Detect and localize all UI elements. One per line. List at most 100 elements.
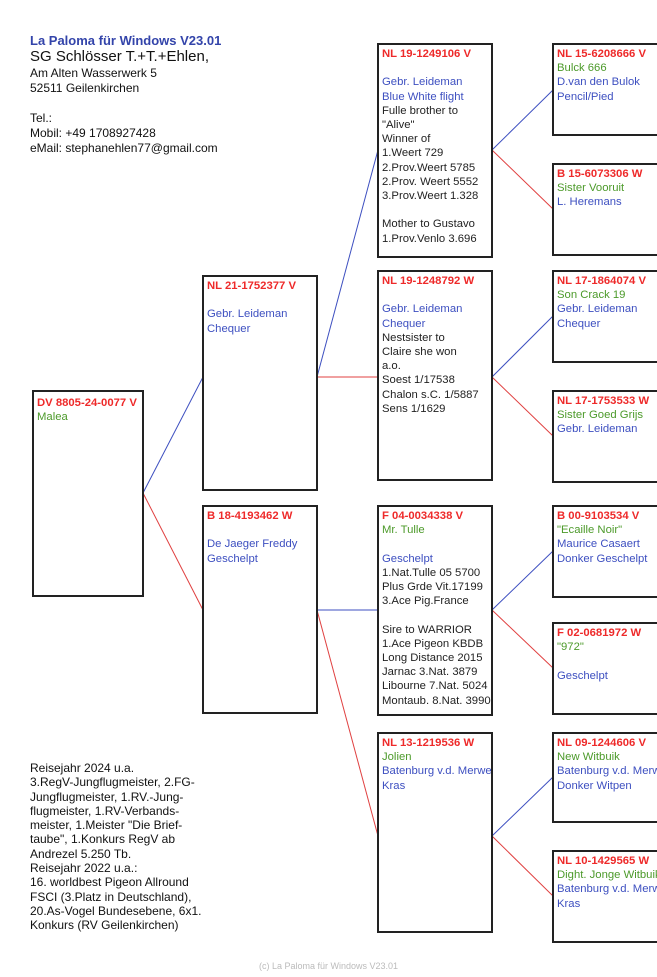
breeder-info: Gebr. Leideman	[382, 76, 463, 89]
pedigree-box-ds-sire[interactable]: B 00-9103534 V"Ecaille Noir"Maurice Casa…	[552, 505, 657, 598]
line-ds-dam	[491, 609, 554, 669]
ring-number: NL 15-6208666 V	[557, 48, 646, 60]
notes-line: 20.As-Vogel Bundesebene, 6x1.	[30, 903, 202, 918]
notes-line: meister, 1.Meister "Die Brief-	[30, 818, 183, 833]
pigeon-name: Bulck 666	[557, 62, 607, 75]
pigeon-name: Sister Goed Grijs	[557, 409, 644, 422]
performance-text: 3.Ace Pig.France	[382, 595, 469, 608]
performance-text: Jarnac 3.Nat. 3879	[382, 666, 478, 679]
breeder-info: Batenburg v.d. Merwe	[557, 765, 657, 778]
owner-mobile: Mobil: +49 1708927428	[30, 126, 156, 140]
ring-number: NL 19-1248792 W	[382, 275, 475, 287]
line-sd-dam	[491, 376, 554, 437]
performance-text: 3.Prov.Weert 1.328	[382, 190, 479, 203]
pigeon-name: "972"	[557, 641, 584, 654]
breeder-info: Geschelpt	[207, 552, 258, 565]
owner-header: La Paloma für Windows V23.01 SG Schlösse…	[30, 33, 221, 156]
ring-number: F 04-0034338 V	[382, 510, 464, 522]
ring-number: B 00-9103534 V	[557, 510, 640, 522]
owner-tel: Tel.:	[30, 111, 53, 125]
ring-number: F 02-0681972 W	[557, 627, 642, 639]
breeder-info: Pencil/Pied	[557, 90, 614, 103]
line-dd-dam	[491, 835, 554, 897]
line-dd-sire	[491, 776, 554, 837]
performance-text: Nestsister to	[382, 331, 445, 344]
notes-line: Reisejahr 2022 u.a.:	[30, 861, 138, 876]
performance-text: 2.Prov.Weert 5785	[382, 161, 476, 174]
pigeon-name: Dight. Jonge Witbuik	[557, 869, 657, 882]
breeder-info: Chequer	[382, 317, 426, 330]
breeder-info: Chequer	[557, 317, 601, 330]
line-sire	[142, 376, 204, 494]
pigeon-name: Malea	[37, 411, 68, 424]
performance-text: Sens 1/1629	[382, 402, 446, 415]
owner-name: SG Schlösser T.+T.+Ehlen,	[30, 48, 209, 65]
ring-number: NL 13-1219536 W	[382, 737, 475, 749]
breeder-info: Gebr. Leideman	[382, 303, 463, 316]
performance-text: a.o.	[382, 360, 401, 373]
line-ds-sire	[491, 550, 554, 611]
breeder-info: D.van den Bulok	[557, 76, 640, 89]
breeder-info: Gebr. Leideman	[557, 303, 638, 316]
ring-number: NL 17-1753533 W	[557, 395, 650, 407]
performance-text: Long Distance 2015	[382, 652, 483, 664]
performance-text	[382, 288, 488, 302]
performance-text: 1.Prov.Venlo 3.696	[382, 232, 477, 245]
breeder-info: Maurice Casaert	[557, 538, 640, 551]
performance-text: Soest 1/17538	[382, 374, 455, 387]
performance-text	[382, 608, 488, 622]
pedigree-box-subject[interactable]: DV 8805-24-0077 V Malea	[32, 390, 144, 597]
performance-text: Fulle brother to	[382, 104, 458, 117]
line-ss-sire	[491, 89, 554, 151]
performance-text: "Alive"	[382, 119, 415, 131]
owner-email: eMail: stephanehlen77@gmail.com	[30, 141, 218, 155]
line-sire-sire	[316, 149, 379, 378]
pedigree-box-ds-dam[interactable]: F 02-0681972 W "972" Geschelpt	[552, 622, 657, 715]
performance-text	[382, 61, 488, 75]
notes-line: flugmeister, 1.RV-Verbands-	[30, 803, 180, 818]
ring-number: NL 10-1429565 W	[557, 855, 650, 867]
breeder-info: Donker Geschelpt	[557, 552, 648, 565]
performance-text: 2.Prov. Weert 5552	[382, 175, 479, 188]
notes-line: Konkurs (RV Geilenkirchen)	[30, 918, 179, 933]
performance-text	[557, 654, 657, 668]
breeder-info: Chequer	[207, 322, 251, 335]
breeder-info: De Jaeger Freddy	[207, 538, 298, 551]
performance-text: Claire she won	[382, 346, 457, 358]
performance-text: 1.Ace Pigeon KBDB	[382, 637, 484, 650]
ring-number: NL 09-1244606 V	[557, 737, 646, 749]
pigeon-name: New Witbuik	[557, 751, 620, 764]
performance-text: 1.Nat.Tulle 05 5700	[382, 566, 481, 579]
breeder-info: Geschelpt	[557, 669, 608, 682]
breeder-info: Gebr. Leideman	[557, 423, 638, 436]
performance-text: Plus Grde Vit.17199	[382, 581, 483, 593]
notes-line: Reisejahr 2024 u.a.	[30, 761, 135, 775]
pigeon-name: Mr. Tulle	[382, 524, 425, 537]
pigeon-name: Sister Vooruit	[557, 182, 625, 195]
performance-text: Sire to WARRIOR	[382, 623, 472, 636]
breeder-info: Batenburg v.d. Merwe	[382, 765, 492, 778]
performance-text: Libourne 7.Nat. 5024	[382, 680, 488, 693]
footer-copyright: (c) La Paloma für Windows V23.01	[258, 961, 399, 971]
performance-text: Winner of	[382, 133, 431, 146]
performance-text	[207, 293, 313, 307]
line-dam	[142, 492, 204, 611]
performance-text: Montaub. 8.Nat. 3990	[382, 694, 491, 707]
performance-text	[207, 523, 313, 537]
ring-number: DV 8805-24-0077 V	[37, 397, 137, 409]
ring-number: B 15-6073306 W	[557, 168, 643, 180]
ring-number: NL 21-1752377 V	[207, 280, 296, 292]
breeder-info: L. Heremans	[557, 196, 622, 209]
